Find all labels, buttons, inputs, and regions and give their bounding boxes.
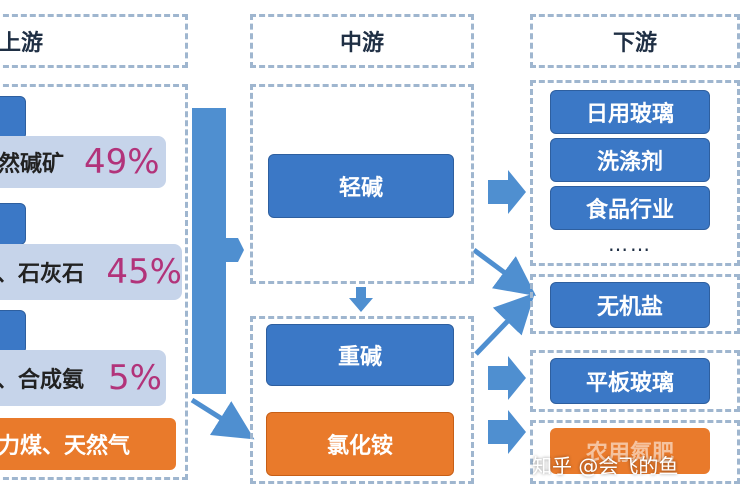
food-industry-box: 食品行业	[550, 186, 710, 230]
heavy-soda-box: 重碱	[266, 324, 454, 386]
downstream-panel-4	[530, 420, 740, 484]
light-soda-label: 轻碱	[338, 176, 383, 201]
downstream-header: 下游	[530, 14, 740, 68]
detergent-label: 洗涤剂	[596, 150, 663, 175]
upstream-row-1: 然碱矿 49%	[0, 136, 166, 188]
fertilizer-box: 农用氮肥	[550, 428, 710, 474]
ammonium-chloride-label: 氯化铵	[326, 434, 393, 459]
light-to-heavy-arrow	[349, 287, 373, 312]
upstream-row-3: 、合成氨 5%	[0, 350, 166, 406]
downstream-panel-3	[530, 350, 740, 412]
midstream-panel-upper	[250, 84, 474, 284]
heavy-to-salt-arrow	[474, 292, 535, 356]
downstream-header-label: 下游	[612, 31, 657, 56]
fertilizer-label: 农用氮肥	[585, 441, 674, 466]
upstream-row-2-percent: 45%	[106, 252, 182, 292]
upstream-row-3-label: 、合成氨	[0, 368, 85, 393]
upstream-to-ammonium-arrow	[190, 397, 255, 440]
upstream-row-1-percent: 49%	[84, 142, 160, 182]
upstream-panel	[0, 84, 188, 480]
upstream-header: 上游	[0, 14, 188, 68]
ammonium-to-fertilizer-arrow	[488, 410, 526, 454]
upstream-row-3-percent: 5%	[108, 358, 162, 398]
inorganic-salt-label: 无机盐	[596, 295, 663, 320]
upstream-tab-1	[0, 96, 26, 140]
daily-glass-label: 日用玻璃	[585, 102, 674, 127]
light-to-downstream-arrow	[488, 170, 526, 214]
main-flow-arrow	[192, 108, 244, 394]
upstream-row-4: 力煤、天然气	[0, 418, 176, 470]
downstream-panel-2	[530, 274, 740, 334]
upstream-row-2-label: 、石灰石	[0, 262, 85, 287]
detergent-box: 洗涤剂	[550, 138, 710, 182]
downstream-panel-1	[530, 80, 740, 266]
downstream-ellipsis: ……	[608, 232, 652, 256]
heavy-to-flatglass-arrow	[488, 356, 526, 400]
upstream-header-label: 上游	[0, 31, 44, 56]
heavy-soda-label: 重碱	[337, 345, 382, 370]
light-soda-box: 轻碱	[268, 154, 454, 218]
upstream-row-1-label: 然碱矿	[0, 152, 65, 177]
daily-glass-box: 日用玻璃	[550, 90, 710, 134]
ammonium-chloride-box: 氯化铵	[266, 412, 454, 476]
zhihu-watermark: 知乎 @会飞的鱼	[532, 454, 679, 478]
midstream-panel-lower	[250, 316, 474, 484]
midstream-header-label: 中游	[339, 31, 384, 56]
food-industry-label: 食品行业	[585, 198, 674, 223]
upstream-tab-3	[0, 310, 26, 354]
flat-glass-label: 平板玻璃	[585, 371, 674, 396]
flat-glass-box: 平板玻璃	[550, 358, 710, 404]
inorganic-salt-box: 无机盐	[550, 282, 710, 328]
upstream-row-4-label: 力煤、天然气	[0, 434, 131, 459]
upstream-row-2: 、石灰石 45%	[0, 244, 182, 300]
light-to-salt-arrow	[472, 247, 537, 296]
midstream-header: 中游	[250, 14, 474, 68]
